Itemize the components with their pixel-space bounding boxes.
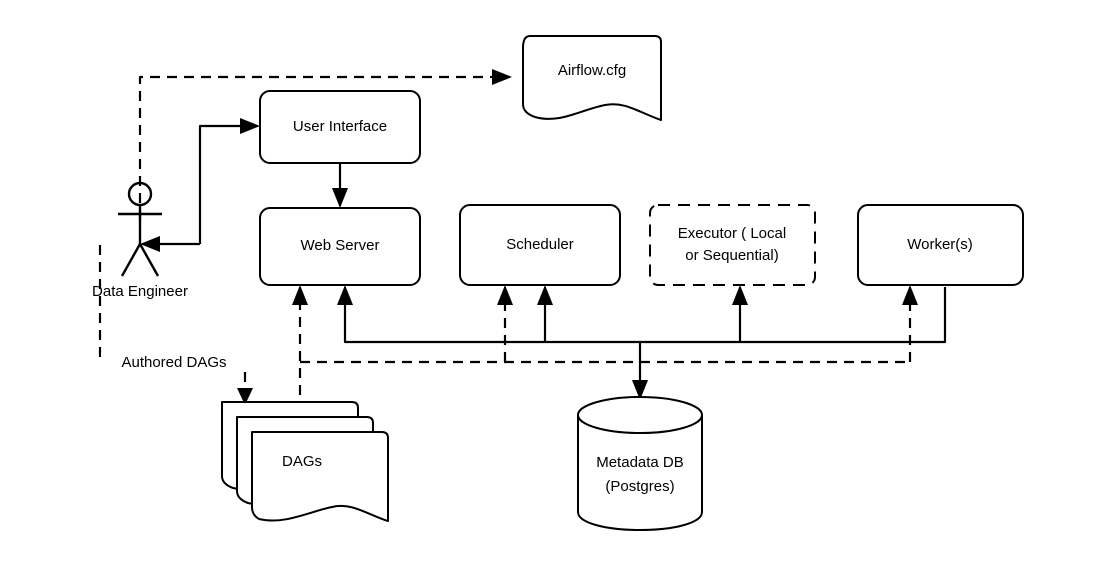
- arrowhead-metadatadb: [632, 380, 648, 400]
- metadata-db-label-line1: Metadata DB: [596, 454, 684, 471]
- metadata-db-label-line2: (Postgres): [605, 478, 674, 495]
- arrowhead-scheduler-bus: [537, 285, 553, 305]
- edge-dags-to-scheduler: [497, 285, 513, 362]
- authored-dags-label: Authored DAGs: [121, 354, 226, 371]
- edge-bus-to-executor: [732, 285, 748, 342]
- arrowhead-dags-authored: [237, 388, 253, 405]
- arrowhead-userinterface: [240, 118, 260, 134]
- edge-engineer-to-userinterface: [198, 118, 260, 244]
- edge-userinterface-to-webserver: [332, 163, 348, 208]
- executor-label-line2: or Sequential): [685, 247, 778, 264]
- edge-dags-to-workers: [902, 285, 918, 362]
- airflow-cfg-label: Airflow.cfg: [558, 62, 626, 79]
- arrowhead-workers-dags: [902, 285, 918, 305]
- node-metadata-db[interactable]: Metadata DB (Postgres): [577, 396, 703, 531]
- node-workers[interactable]: Worker(s): [857, 204, 1024, 286]
- arrowhead-airflowcfg: [492, 69, 512, 85]
- node-scheduler[interactable]: Scheduler: [459, 204, 621, 286]
- label-authored-dags: Authored DAGs: [101, 352, 247, 372]
- edge-engineer-to-airflowcfg: [138, 69, 512, 220]
- edge-bus-to-workers: [640, 287, 947, 344]
- actor-legs: [120, 243, 160, 277]
- node-user-interface[interactable]: User Interface: [259, 90, 421, 164]
- edge-bus-to-scheduler: [537, 285, 553, 342]
- edge-webserver-to-engineer: [140, 236, 200, 252]
- edge-bus-to-webserver: [337, 285, 640, 344]
- arrowhead-webserver: [332, 188, 348, 208]
- node-web-server[interactable]: Web Server: [259, 207, 421, 286]
- data-engineer-label: Data Engineer: [92, 283, 188, 300]
- node-airflow-cfg[interactable]: Airflow.cfg: [522, 35, 662, 121]
- web-server-label: Web Server: [301, 237, 380, 254]
- executor-label-line1: Executor ( Local: [678, 225, 786, 242]
- node-data-engineer[interactable]: Data Engineer: [92, 181, 188, 300]
- workers-label: Worker(s): [907, 236, 973, 253]
- arrowhead-webserver-dags: [292, 285, 308, 305]
- arrowhead-engineer: [140, 236, 160, 252]
- node-dags[interactable]: DAGs: [221, 401, 389, 522]
- edge-authored-dags: [98, 245, 253, 405]
- arrowhead-executor-bus: [732, 285, 748, 305]
- dags-label: DAGs: [282, 453, 322, 470]
- edge-bus-to-metadatadb: [632, 342, 648, 400]
- scheduler-label: Scheduler: [506, 236, 574, 253]
- user-interface-label: User Interface: [293, 118, 387, 135]
- edge-dags-to-webserver: [292, 285, 308, 395]
- arrowhead-scheduler-dags: [497, 285, 513, 305]
- node-executor[interactable]: Executor ( Local or Sequential): [649, 204, 816, 286]
- arrowhead-webserver-bus: [337, 285, 353, 305]
